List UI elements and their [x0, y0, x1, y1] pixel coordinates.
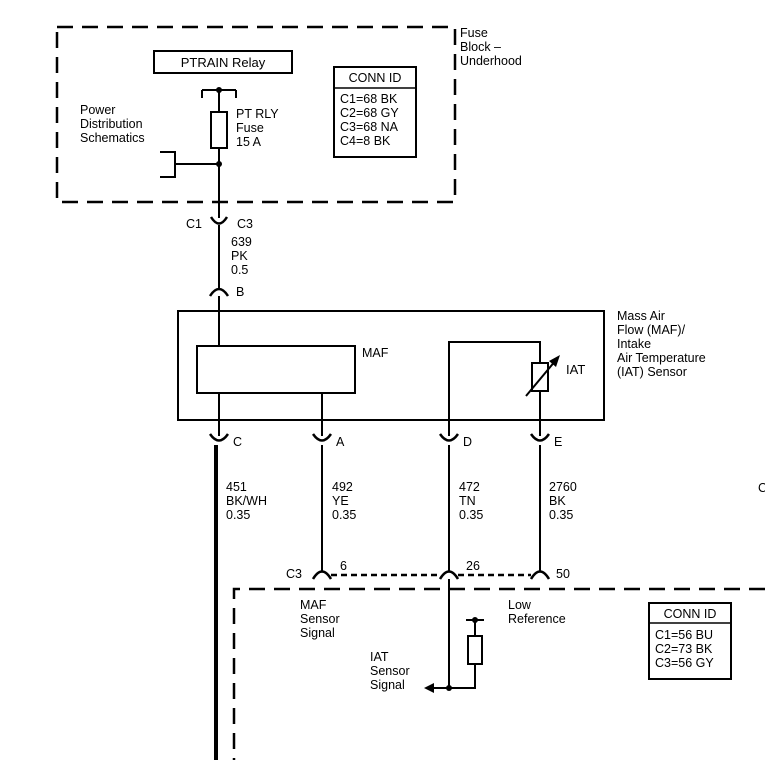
wire-451-label-3: 0.35 — [226, 508, 250, 522]
wire-639-label-2: PK — [231, 249, 248, 263]
maf-signal-label-1: MAF — [300, 598, 327, 612]
fuse-conn-id-box — [333, 66, 417, 158]
iat-signal-label-3: Signal — [370, 678, 405, 692]
fuse-conn-id-row-3: C3=68 NA — [340, 120, 399, 134]
ecm-conn-id-title: CONN ID — [664, 607, 717, 621]
wire-472-label-3: 0.35 — [459, 508, 483, 522]
ptrain-relay-box — [153, 50, 293, 74]
fuse-block-label-3: Underhood — [460, 54, 522, 68]
wire-451-label-1: 451 — [226, 480, 247, 494]
iat-element-label: IAT — [566, 362, 585, 377]
wire-472-label-2: TN — [459, 494, 476, 508]
wire-492-label-1: 492 — [332, 480, 353, 494]
iat-arrow-head — [549, 355, 560, 367]
fuse-label-1: PT RLY — [236, 107, 279, 121]
pin-d-label: D — [463, 435, 472, 449]
fuse-conn-id-row-2: C2=68 GY — [340, 106, 399, 120]
maf-signal-label-3: Signal — [300, 626, 335, 640]
ecm-pin-26-label: 26 — [466, 559, 480, 573]
fuse-block-label-1: Fuse — [460, 26, 488, 40]
wire-2760-label-1: 2760 — [549, 480, 577, 494]
iat-variable-arrow — [525, 359, 557, 397]
upper-conn-pin: B — [236, 285, 244, 299]
fuse-block-outline — [55, 25, 457, 204]
power-dist-label-1: Power — [80, 103, 115, 117]
c1-c3-connector-symbol — [209, 216, 229, 225]
power-dist-bracket — [160, 151, 176, 178]
ecm-pin-26-symbol — [438, 570, 460, 580]
sensor-label-2: Flow (MAF)/ — [617, 323, 686, 337]
pin-e-label: E — [554, 435, 562, 449]
ptrain-relay-label: PTRAIN Relay — [181, 55, 266, 70]
ecm-pin-6-symbol — [311, 570, 333, 580]
ecm-outline — [232, 587, 765, 760]
ecm-conn-id-row-1: C1=56 BU — [655, 628, 713, 642]
wire-472-label-1: 472 — [459, 480, 480, 494]
pin-e-connector-symbol — [529, 433, 551, 442]
edge-mark: C — [758, 481, 765, 495]
maf-iat-sensor-housing — [177, 310, 605, 421]
wire-451-label-2: BK/WH — [226, 494, 267, 508]
wire-639-label-1: 639 — [231, 235, 252, 249]
iat-circuit — [448, 341, 541, 436]
ecm-conn-id-row-3: C3=56 GY — [655, 656, 714, 670]
upper-conn-left: C1 — [186, 217, 202, 231]
pin-d-connector-symbol — [438, 433, 460, 442]
maf-element-label: MAF — [362, 346, 389, 360]
pin-c-label: C — [233, 435, 242, 449]
ecm-conn-id-box — [648, 602, 732, 680]
wire-2760-label-3: 0.35 — [549, 508, 573, 522]
fuse-block-label-2: Block – — [460, 40, 501, 54]
ecm-conn-id-row-2: C2=73 BK — [655, 642, 713, 656]
low-reference-label-1: Low — [508, 598, 532, 612]
iat-signal-label-2: Sensor — [370, 664, 410, 678]
maf-element — [196, 345, 356, 394]
ecm-pin-50-label: 50 — [556, 567, 570, 581]
iat-signal-arrow — [424, 683, 434, 693]
pin-c-connector-symbol — [208, 433, 230, 442]
pullup-resistor — [467, 635, 483, 665]
power-dist-label-2: Distribution — [80, 117, 143, 131]
fuse-conn-id-title: CONN ID — [349, 71, 402, 85]
pin-a-connector-symbol — [311, 433, 333, 442]
wire-492-label-2: YE — [332, 494, 349, 508]
ecm-connector-label: C3 — [286, 567, 302, 581]
wire-639-label-3: 0.5 — [231, 263, 248, 277]
pin-a-label: A — [336, 435, 345, 449]
power-dist-label-3: Schematics — [80, 131, 145, 145]
sensor-label-1: Mass Air — [617, 309, 665, 323]
fuse-conn-id-row-1: C1=68 BK — [340, 92, 398, 106]
pt-rly-fuse — [210, 111, 228, 149]
pullup-supply-node — [472, 617, 478, 623]
wire-2760-label-2: BK — [549, 494, 566, 508]
ecm-pin-6-label: 6 — [340, 559, 347, 573]
pin-b-connector-symbol — [208, 287, 230, 297]
sensor-label-4: Air Temperature — [617, 351, 706, 365]
fuse-conn-id-row-4: C4=8 BK — [340, 134, 391, 148]
low-reference-label-2: Reference — [508, 612, 566, 626]
iat-signal-label-1: IAT — [370, 650, 389, 664]
sensor-label-3: Intake — [617, 337, 651, 351]
fuse-label-2: Fuse — [236, 121, 264, 135]
pullup-lower-wire — [449, 664, 476, 689]
wire-492-label-3: 0.35 — [332, 508, 356, 522]
upper-conn-right: C3 — [237, 217, 253, 231]
fuse-label-3: 15 A — [236, 135, 262, 149]
ecm-pin-50-symbol — [529, 570, 551, 580]
sensor-label-5: (IAT) Sensor — [617, 365, 687, 379]
maf-signal-label-2: Sensor — [300, 612, 340, 626]
